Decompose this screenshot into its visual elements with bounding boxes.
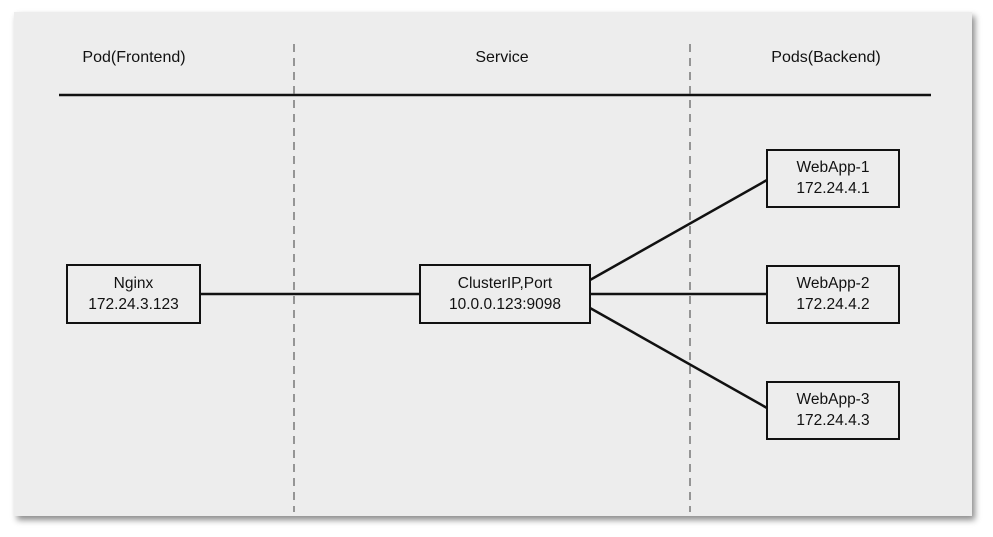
node-webapp-2-address: 172.24.4.2 [796,296,869,313]
node-webapp-2-name: WebApp-2 [797,275,870,292]
node-service-box [419,264,591,324]
node-webapp-3-name: WebApp-3 [797,391,870,408]
node-nginx-box [66,264,201,324]
node-nginx-name: Nginx [114,275,154,292]
connector-service-webapp3 [589,306,768,410]
header-frontend: Pod(Frontend) [82,49,185,66]
node-nginx: Nginx 172.24.3.123 [66,264,201,324]
node-service-name: ClusterIP,Port [458,275,553,292]
node-webapp-1-name: WebApp-1 [797,159,870,176]
node-webapp-3-box [766,381,900,440]
connector-service-webapp1 [589,178,768,282]
node-webapp-1-box [766,149,900,208]
node-nginx-address: 172.24.3.123 [88,296,179,313]
node-webapp-3: WebApp-3 172.24.4.3 [766,381,900,440]
node-webapp-1-address: 172.24.4.1 [796,180,869,197]
node-service-address: 10.0.0.123:9098 [449,296,561,313]
node-webapp-2: WebApp-2 172.24.4.2 [766,265,900,324]
node-service: ClusterIP,Port 10.0.0.123:9098 [419,264,591,324]
header-service: Service [475,49,528,66]
header-backend: Pods(Backend) [771,49,880,66]
node-webapp-1: WebApp-1 172.24.4.1 [766,149,900,208]
node-webapp-3-address: 172.24.4.3 [796,412,869,429]
node-webapp-2-box [766,265,900,324]
